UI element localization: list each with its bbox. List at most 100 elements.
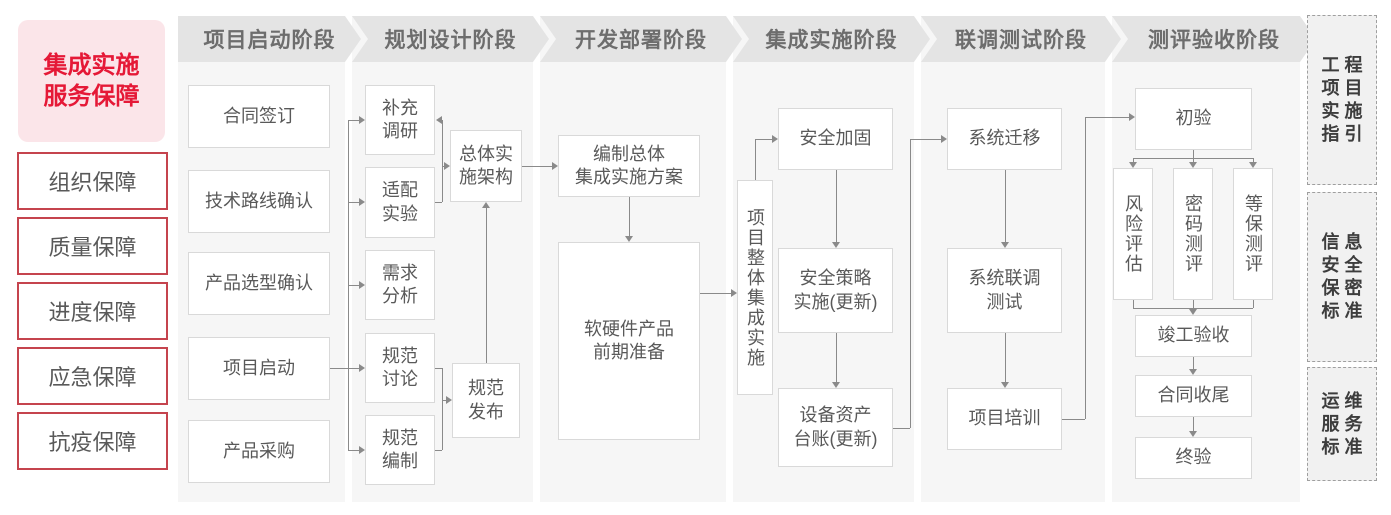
node-requirement-analysis: 需求 分析 (365, 250, 435, 320)
connector-line (486, 208, 487, 363)
connector-line (1005, 333, 1006, 382)
connector-line (836, 170, 837, 242)
sidebar-item-emergency: 应急保障 (17, 347, 168, 405)
connector-line (1085, 117, 1086, 419)
sidebar-item-epidemic: 抗疫保障 (17, 412, 168, 470)
node-system-migration: 系统迁移 (947, 108, 1062, 170)
node-contract-signing: 合同签订 (188, 85, 330, 148)
node-adaptation-test: 适配 实验 (365, 167, 435, 238)
arrowhead-icon (731, 289, 737, 297)
node-asset-ledger-update: 设备资产 台账(更新) (778, 388, 893, 467)
connector-line (1193, 158, 1194, 162)
standard-row: 保密 (1321, 278, 1368, 298)
arrowhead-icon (1129, 162, 1137, 168)
standard-row: 工程 (1321, 55, 1368, 75)
node-spec-discussion: 规范 讨论 (365, 333, 435, 403)
node-risk-assessment: 风险评估 (1113, 168, 1153, 300)
arrowhead-icon (552, 162, 558, 170)
node-final-acceptance: 终验 (1135, 437, 1252, 479)
connector-line (629, 197, 630, 236)
node-spec-drafting: 规范 编制 (365, 415, 435, 485)
connector-line (910, 139, 941, 140)
connector-line (1133, 308, 1253, 309)
phase-header-joint-testing: 联调测试阶段 (921, 16, 1121, 62)
connector-line (330, 368, 361, 369)
standard-row: 标准 (1321, 301, 1368, 321)
standard-row: 实施 (1321, 101, 1368, 121)
standard-row: 标准 (1321, 436, 1368, 457)
connector-line (442, 400, 446, 401)
connector-line (435, 368, 442, 369)
node-completion-acceptance: 竣工验收 (1135, 315, 1252, 357)
arrowhead-icon (1129, 113, 1135, 121)
standard-row: 项目 (1321, 78, 1368, 98)
standard-ops-service: 运维 服务 标准 (1307, 367, 1377, 481)
connector-line (1253, 300, 1254, 308)
standard-row: 安全 (1321, 255, 1368, 275)
sidebar-item-organization: 组织保障 (17, 152, 168, 210)
arrowhead-icon (1189, 369, 1197, 375)
arrowhead-icon (444, 162, 450, 170)
connector-line (836, 333, 837, 382)
standard-info-security-confidentiality: 信息 安全 保密 标准 (1307, 192, 1377, 362)
node-tech-route-confirm: 技术路线确认 (188, 170, 330, 233)
node-product-preparation: 软硬件产品 前期准备 (558, 242, 700, 440)
arrowhead-icon (359, 198, 365, 206)
connector-line (348, 120, 361, 121)
sidebar-item-schedule: 进度保障 (17, 282, 168, 340)
node-spec-release: 规范 发布 (452, 363, 520, 438)
node-security-hardening: 安全加固 (778, 108, 893, 170)
node-mlps-testing: 等保测评 (1233, 168, 1273, 300)
connector-line (435, 202, 442, 203)
arrowhead-icon (482, 202, 490, 208)
node-initial-acceptance: 初验 (1135, 88, 1252, 150)
connector-line (1193, 300, 1194, 308)
arrowhead-icon (446, 396, 452, 404)
connector-line (755, 139, 756, 180)
connector-line (700, 293, 731, 294)
node-supplementary-research: 补充 调研 (365, 85, 435, 155)
phase-header-integration-implementation: 集成实施阶段 (733, 16, 930, 62)
standard-row: 指引 (1321, 124, 1368, 144)
connector-line (910, 139, 911, 428)
arrowhead-icon (772, 135, 778, 143)
arrowhead-icon (941, 135, 947, 143)
phase-header-dev-deployment: 开发部署阶段 (540, 16, 742, 62)
arrowhead-icon (1001, 242, 1009, 248)
standard-row: 服务 (1321, 413, 1368, 434)
arrowhead-icon (359, 364, 365, 372)
arrowhead-icon (359, 116, 365, 124)
node-product-selection-confirm: 产品选型确认 (188, 252, 330, 315)
arrowhead-icon (832, 242, 840, 248)
node-contract-closure: 合同收尾 (1135, 375, 1252, 417)
arrowhead-icon (625, 236, 633, 242)
connector-line (1062, 419, 1085, 420)
arrowhead-icon (1001, 382, 1009, 388)
connector-line (1193, 150, 1194, 158)
connector-line (1193, 357, 1194, 369)
arrowhead-icon (1189, 309, 1197, 315)
connector-line (522, 166, 552, 167)
connector-line (348, 285, 361, 286)
standard-row: 运维 (1321, 390, 1368, 411)
node-project-training: 项目培训 (947, 388, 1062, 450)
phase-header-evaluation-acceptance: 测评验收阶段 (1112, 16, 1316, 62)
arrowhead-icon (359, 281, 365, 289)
sidebar-item-quality: 质量保障 (17, 217, 168, 275)
node-overall-implementation-architecture: 总体实 施架构 (450, 130, 522, 202)
connector-line (1193, 417, 1194, 431)
arrowhead-icon (436, 116, 442, 124)
phase-header-planning-design: 规划设计阶段 (352, 16, 549, 62)
node-system-joint-testing: 系统联调 测试 (947, 248, 1062, 333)
sidebar-title: 集成实施 服务保障 (18, 20, 165, 142)
arrowhead-icon (359, 446, 365, 454)
connector-line (1085, 117, 1129, 118)
arrowhead-icon (1189, 162, 1197, 168)
arrowhead-icon (1189, 431, 1197, 437)
arrowhead-icon (832, 382, 840, 388)
connector-line (1005, 170, 1006, 242)
connector-line (755, 139, 772, 140)
node-project-kickoff: 项目启动 (188, 337, 330, 400)
connector-line (893, 428, 910, 429)
